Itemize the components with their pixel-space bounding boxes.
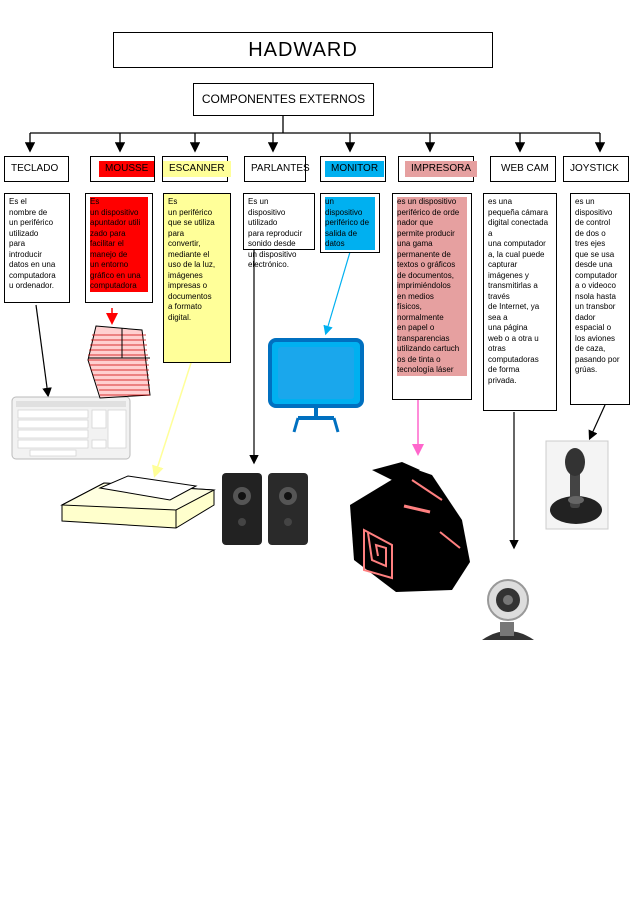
printer-icon <box>350 462 470 592</box>
category-label: JOYSTICK <box>570 163 619 174</box>
category-monitor: MONITOR <box>320 156 386 182</box>
description-text: es un dispositivo periférico de orde nad… <box>397 197 467 376</box>
description-parlantes: Es un dispositivo utilizado para reprodu… <box>243 193 315 269</box>
category-label: MOUSSE <box>99 161 155 177</box>
category-label: TECLADO <box>11 163 59 174</box>
joystick-icon <box>545 440 609 530</box>
speakers-icon <box>222 473 308 545</box>
category-joystick: JOYSTICK <box>563 156 629 182</box>
keyboard-icon <box>11 396 131 460</box>
description-text: Es un dispositivo utilizado para reprodu… <box>248 197 303 269</box>
category-teclado: TECLADO <box>4 156 69 182</box>
diagram-title: HADWARD <box>113 32 493 68</box>
category-mousse: MOUSSE <box>90 156 155 182</box>
category-label: WEB CAM <box>501 163 549 174</box>
description-text: un dispositivo periférico de salida de d… <box>325 197 375 250</box>
arrow-joystick <box>588 404 606 441</box>
category-parlantes: PARLANTES <box>244 156 310 182</box>
tree-connector <box>24 116 606 153</box>
mouse-icon <box>87 325 151 399</box>
arrow-keyboard <box>35 304 52 398</box>
category-label: IMPRESORA <box>405 161 478 177</box>
category-impresora: IMPRESORA <box>398 156 478 182</box>
description-escanner: Es un periférico que se utiliza para con… <box>163 193 231 363</box>
category-label: PARLANTES <box>251 163 310 174</box>
category-webcam: WEB CAM <box>490 156 556 182</box>
description-webcam: es una pequeña cámara digital conectada … <box>483 193 557 411</box>
monitor-icon <box>268 338 364 433</box>
description-impresora: es un dispositivo periférico de orde nad… <box>392 193 472 400</box>
diagram-subtitle: COMPONENTES EXTERNOS <box>193 83 374 116</box>
description-text: es una pequeña cámara digital conectada … <box>488 197 549 385</box>
description-joystick: es un dispositivo de control de dos o tr… <box>570 193 630 405</box>
webcam-icon <box>482 579 534 640</box>
category-label: ESCANNER <box>163 161 231 177</box>
category-label: MONITOR <box>325 161 385 177</box>
arrow-monitor <box>323 251 351 336</box>
category-escanner: ESCANNER <box>162 156 231 182</box>
description-text: Es un periférico que se utiliza para con… <box>168 197 216 322</box>
description-text: Es el nombre de un periférico utilizado … <box>9 197 56 290</box>
description-monitor: un dispositivo periférico de salida de d… <box>320 193 380 253</box>
description-text: Es un dispositivo apuntador utili zado p… <box>90 197 148 292</box>
description-mousse: Es un dispositivo apuntador utili zado p… <box>85 193 153 303</box>
description-teclado: Es el nombre de un periférico utilizado … <box>4 193 70 303</box>
description-text: es un dispositivo de control de dos o tr… <box>575 197 620 374</box>
scanner-icon <box>60 475 216 529</box>
